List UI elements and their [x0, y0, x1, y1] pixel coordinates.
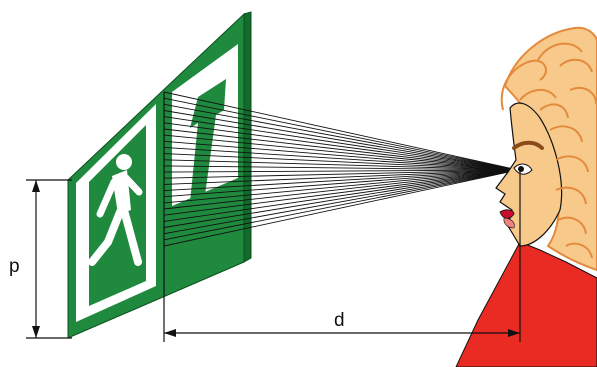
sight-line [163, 169, 519, 222]
sight-line [163, 165, 519, 171]
sight-line [163, 169, 519, 241]
sight-line [163, 122, 519, 171]
p-arrow-bottom [32, 326, 40, 338]
viewer-pupil [518, 166, 524, 172]
p-label: p [9, 256, 20, 277]
viewer-eyebrow [512, 140, 544, 150]
viewer-tongue [503, 217, 515, 229]
sight-line [163, 169, 519, 173]
sight-line [163, 169, 519, 198]
sight-line [163, 169, 519, 228]
sight-lines [163, 91, 519, 247]
sight-line [163, 169, 519, 204]
viewer-face [495, 102, 563, 247]
sight-line [163, 169, 519, 235]
d-arrow-left [164, 329, 176, 337]
sight-line [163, 169, 519, 185]
sight-line [163, 97, 519, 171]
running-man-icon [88, 154, 143, 266]
sight-line [163, 91, 519, 171]
direction-arrow-icon [172, 44, 238, 206]
sight-line [163, 134, 519, 171]
d-label: d [334, 310, 345, 331]
sight-line [163, 153, 519, 171]
sight-line [163, 128, 519, 171]
d-arrow-right [508, 329, 520, 337]
exit-sign [67, 11, 252, 339]
sight-line [163, 169, 519, 179]
sight-line [163, 103, 519, 171]
sight-line [163, 116, 519, 171]
viewer-lips [499, 209, 515, 219]
dimension-d [163, 92, 521, 342]
sight-line [163, 169, 519, 192]
viewer [455, 26, 597, 367]
p-arrow-top [32, 180, 40, 192]
viewer-hair-curls [500, 42, 597, 259]
sight-line [163, 159, 519, 171]
sight-line [163, 146, 519, 171]
sight-line [163, 140, 519, 171]
sight-line [163, 169, 519, 216]
sight-line [163, 110, 519, 171]
sight-line [163, 169, 519, 247]
viewer-shirt [455, 241, 597, 367]
sign-edge [243, 11, 252, 263]
sight-line [163, 169, 519, 210]
dimension-p [26, 179, 72, 339]
